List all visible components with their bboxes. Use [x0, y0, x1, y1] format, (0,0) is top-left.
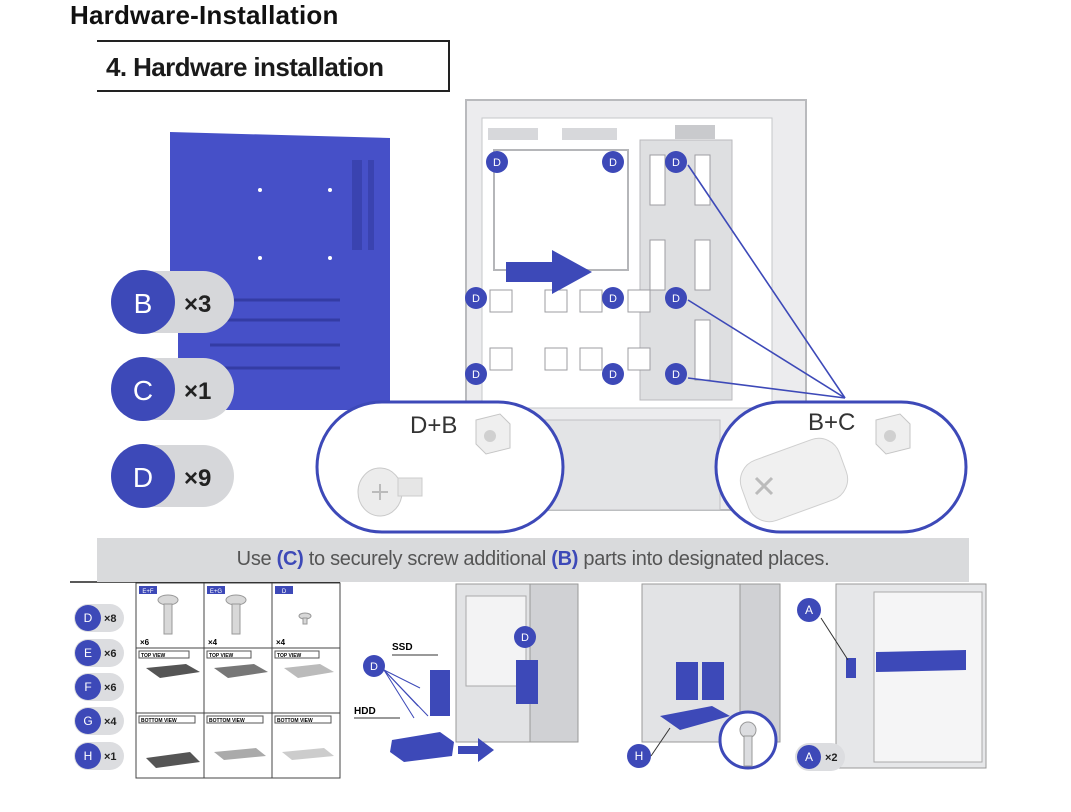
screw-table: E+F E+G D ×6 ×4 ×4 TOP VIEW TOP VIEW TOP…	[70, 581, 341, 779]
hdd-label: HDD	[354, 706, 376, 717]
instruction-text: Use (C) to securely screw additional (B)…	[236, 548, 830, 570]
svg-text:D: D	[370, 661, 378, 673]
part-c-ref: (C)	[276, 548, 304, 570]
svg-text:TOP VIEW: TOP VIEW	[277, 653, 302, 659]
marker-d: D	[465, 363, 487, 385]
svg-text:×6: ×6	[104, 682, 117, 694]
marker-d: D	[465, 287, 487, 309]
svg-text:×4: ×4	[104, 716, 117, 728]
svg-text:E+F: E+F	[142, 589, 154, 595]
screw-legend-d: D ×8	[74, 604, 124, 632]
svg-text:E: E	[84, 646, 92, 660]
marker-d: D	[665, 151, 687, 173]
standoff-markers: D D D D D D D D D	[465, 151, 687, 385]
svg-text:D: D	[672, 369, 680, 381]
svg-text:D: D	[672, 157, 680, 169]
marker-h: H	[635, 749, 644, 763]
screw-legend-g: G ×4	[74, 707, 124, 735]
svg-text:D: D	[282, 589, 287, 595]
marker-d: D	[665, 363, 687, 385]
svg-text:×1: ×1	[104, 751, 117, 763]
legend-c-letter: C	[133, 375, 153, 406]
marker-a-count: ×2	[825, 752, 838, 764]
screw-legend-f: F ×6	[74, 673, 124, 701]
screw-legend-h: H ×1	[74, 742, 124, 770]
svg-text:D: D	[84, 611, 93, 625]
svg-text:D: D	[521, 632, 529, 644]
legend-b-letter: B	[134, 288, 153, 319]
svg-text:×4: ×4	[208, 638, 218, 647]
page-title: Hardware-Installation	[70, 0, 339, 30]
svg-text:D: D	[493, 157, 501, 169]
svg-text:D: D	[472, 369, 480, 381]
svg-text:D: D	[472, 293, 480, 305]
svg-text:×6: ×6	[140, 638, 150, 647]
marker-a: A	[805, 603, 813, 617]
svg-text:G: G	[83, 714, 92, 728]
section-title-frame	[97, 40, 450, 92]
svg-text:×4: ×4	[276, 638, 286, 647]
svg-text:F: F	[84, 680, 91, 694]
screw-legend-e: E ×6	[74, 639, 124, 667]
legend-c-count: ×1	[184, 378, 211, 405]
callout-d-plus-b: D+B	[315, 400, 565, 534]
callout-lines	[687, 164, 846, 399]
part-b-ref: (B)	[551, 548, 579, 570]
svg-text:BOTTOM VIEW: BOTTOM VIEW	[277, 718, 313, 724]
ssd-label: SSD	[392, 642, 413, 653]
marker-a-count-letter: A	[805, 750, 813, 764]
svg-text:D: D	[609, 157, 617, 169]
marker-d: D	[486, 151, 508, 173]
svg-text:H: H	[84, 749, 93, 763]
svg-text:×6: ×6	[104, 648, 117, 660]
screw-legend: D ×8 E ×6 F ×6 G ×4 H ×1	[74, 604, 124, 770]
parts-legend: B ×3 C ×1 D ×9	[111, 270, 234, 508]
svg-text:BOTTOM VIEW: BOTTOM VIEW	[141, 718, 177, 724]
svg-text:D: D	[609, 369, 617, 381]
instruction-banner	[97, 538, 969, 582]
marker-d: D	[602, 363, 624, 385]
callout-right-label: B+C	[808, 409, 855, 436]
callout-left-label: D+B	[410, 412, 457, 439]
svg-text:TOP VIEW: TOP VIEW	[209, 653, 234, 659]
callout-b-plus-c: B+C	[714, 400, 968, 534]
legend-b-count: ×3	[184, 291, 211, 318]
svg-text:×8: ×8	[104, 613, 117, 625]
marker-d: D	[665, 287, 687, 309]
section-title: 4. Hardware installation	[106, 52, 384, 82]
svg-text:D: D	[672, 293, 680, 305]
a-install-illustration: A A ×2	[795, 583, 987, 771]
marker-d: D	[602, 287, 624, 309]
motherboard-illustration	[170, 132, 390, 410]
svg-text:BOTTOM VIEW: BOTTOM VIEW	[209, 718, 245, 724]
legend-d-count: ×9	[184, 465, 211, 492]
legend-d-letter: D	[133, 462, 153, 493]
svg-text:E+G: E+G	[210, 589, 223, 595]
svg-text:TOP VIEW: TOP VIEW	[141, 653, 166, 659]
h-install-illustration: H	[627, 583, 781, 770]
marker-d: D	[602, 151, 624, 173]
drive-install-illustration: D SSD D HDD	[354, 583, 579, 762]
svg-text:D: D	[609, 293, 617, 305]
